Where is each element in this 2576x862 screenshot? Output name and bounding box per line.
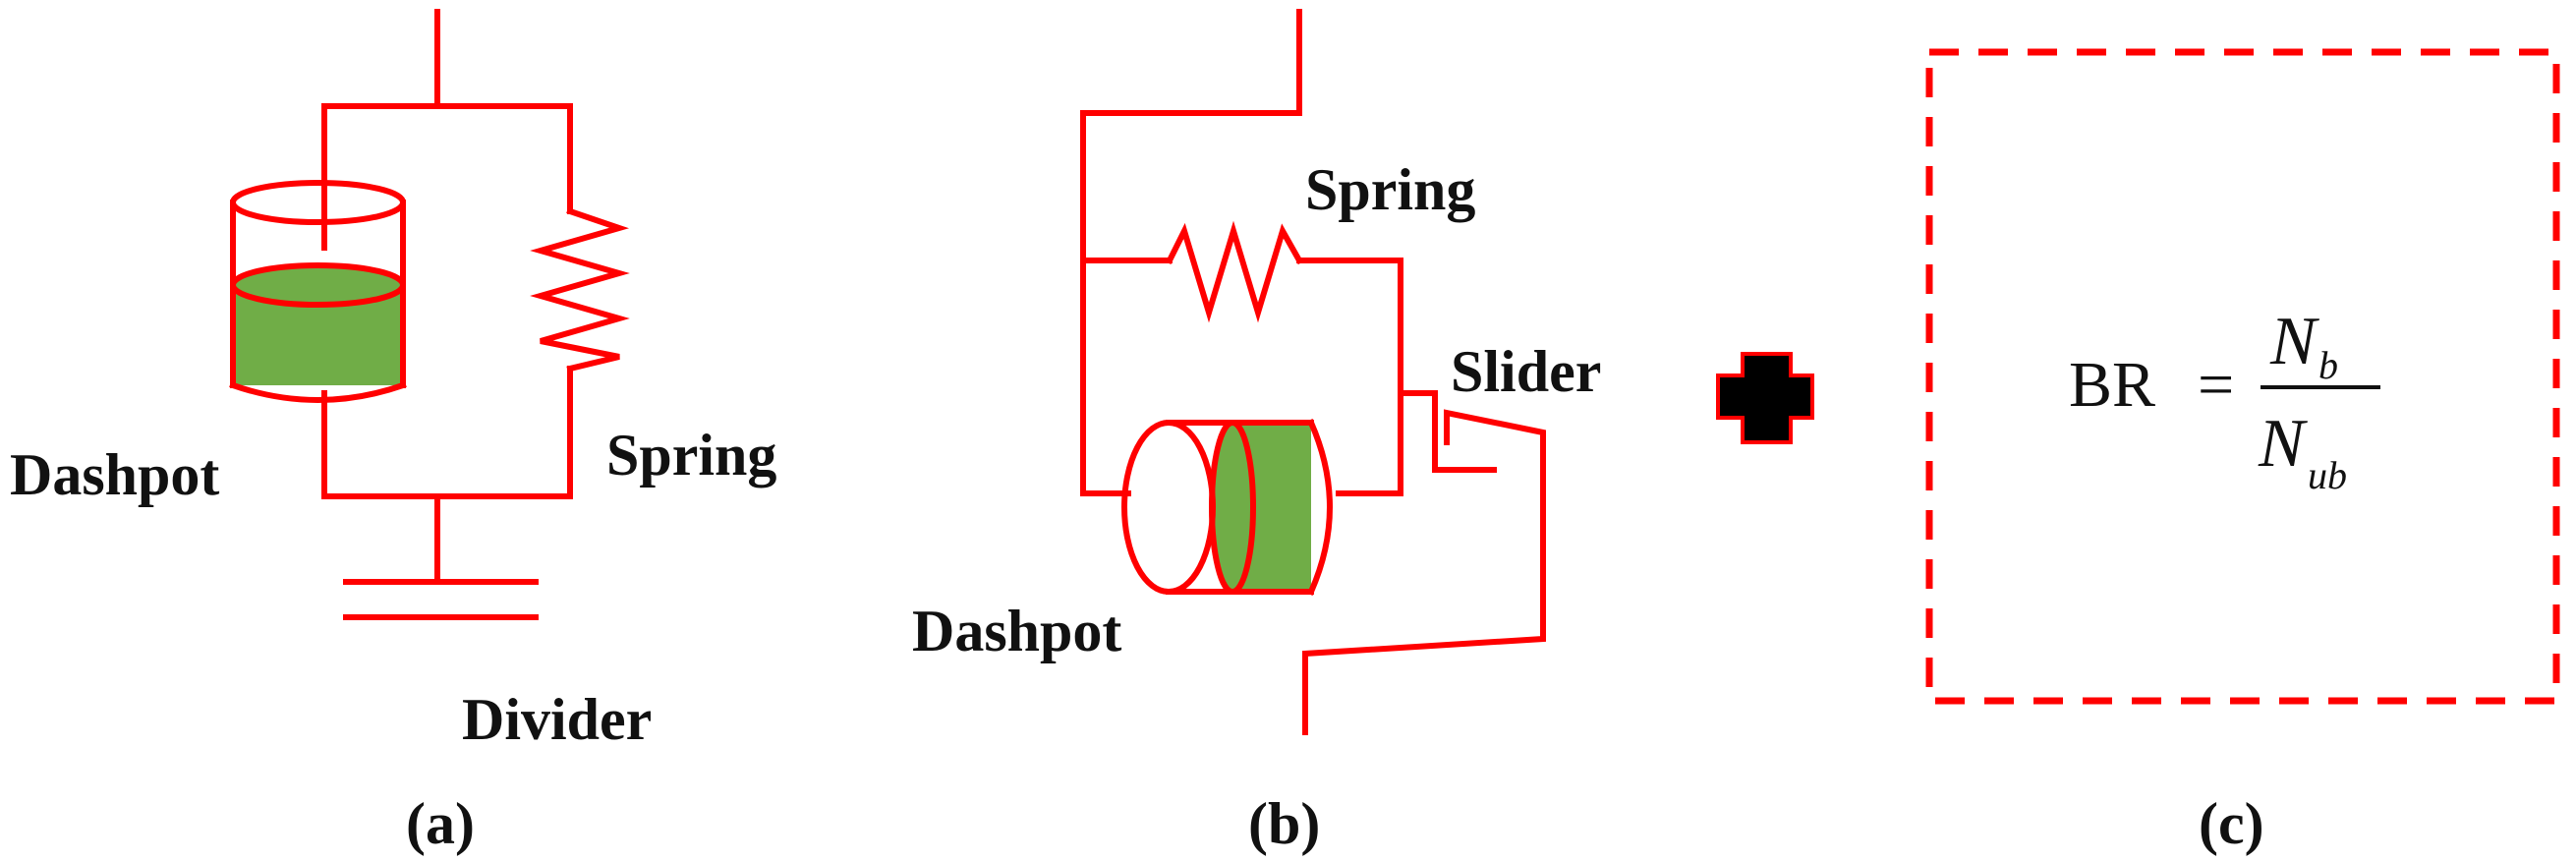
panel-b-dashpot xyxy=(1121,419,1333,596)
plus-icon xyxy=(1716,352,1814,444)
numerator-main: N xyxy=(2269,304,2319,379)
panel-c-caption: (c) xyxy=(2199,791,2264,856)
panel-a: Dashpot Spring Divider (a) xyxy=(10,9,776,856)
panel-a-dashpot-label: Dashpot xyxy=(10,442,219,507)
panel-a-dashpot-rim xyxy=(230,180,406,225)
panel-b-dashpot-label: Dashpot xyxy=(912,599,1121,663)
panel-a-dashpot-fluid-top xyxy=(230,262,406,308)
equation-lhs: BR xyxy=(2069,349,2155,421)
panel-a-dashpot-base xyxy=(229,381,407,403)
plus-icon-shape xyxy=(1716,352,1814,444)
panel-a-caption: (a) xyxy=(406,791,475,856)
panel-b-caption: (b) xyxy=(1248,791,1320,856)
panel-c: BR = N b N ub (c) xyxy=(1925,48,2560,856)
panel-a-spring-label: Spring xyxy=(606,423,776,488)
panel-a-dashpot xyxy=(229,162,407,403)
panel-a-spring xyxy=(530,207,630,373)
panel-b-spring-label: Spring xyxy=(1305,157,1475,222)
panel-b-spring-lead-right xyxy=(1296,258,1403,496)
equation-equals: = xyxy=(2198,349,2234,421)
panel-b-dashpot-fluid-face xyxy=(1209,420,1256,595)
denominator-main: N xyxy=(2258,406,2308,482)
panel-b-dashpot-base xyxy=(1307,419,1333,596)
panel-c-dashed-box xyxy=(1925,48,2560,705)
panel-b-slider xyxy=(1302,390,1546,735)
br-equation: BR = N b N ub xyxy=(2069,304,2380,497)
denominator-sub: ub xyxy=(2308,453,2347,497)
panel-b-slider-stub xyxy=(1398,390,1497,473)
panel-a-divider xyxy=(343,493,539,620)
panel-b-spring xyxy=(1165,220,1304,323)
panel-b-top-lead xyxy=(1080,9,1302,116)
panel-b-slider-plate xyxy=(1302,409,1546,735)
panel-a-divider-label: Divider xyxy=(462,687,652,752)
numerator-sub: b xyxy=(2318,343,2338,387)
panel-b: Spring Slider Dashpot (b) xyxy=(912,9,1601,856)
panel-b-slider-label: Slider xyxy=(1451,339,1601,404)
panel-b-dashpot-rim xyxy=(1121,420,1216,595)
